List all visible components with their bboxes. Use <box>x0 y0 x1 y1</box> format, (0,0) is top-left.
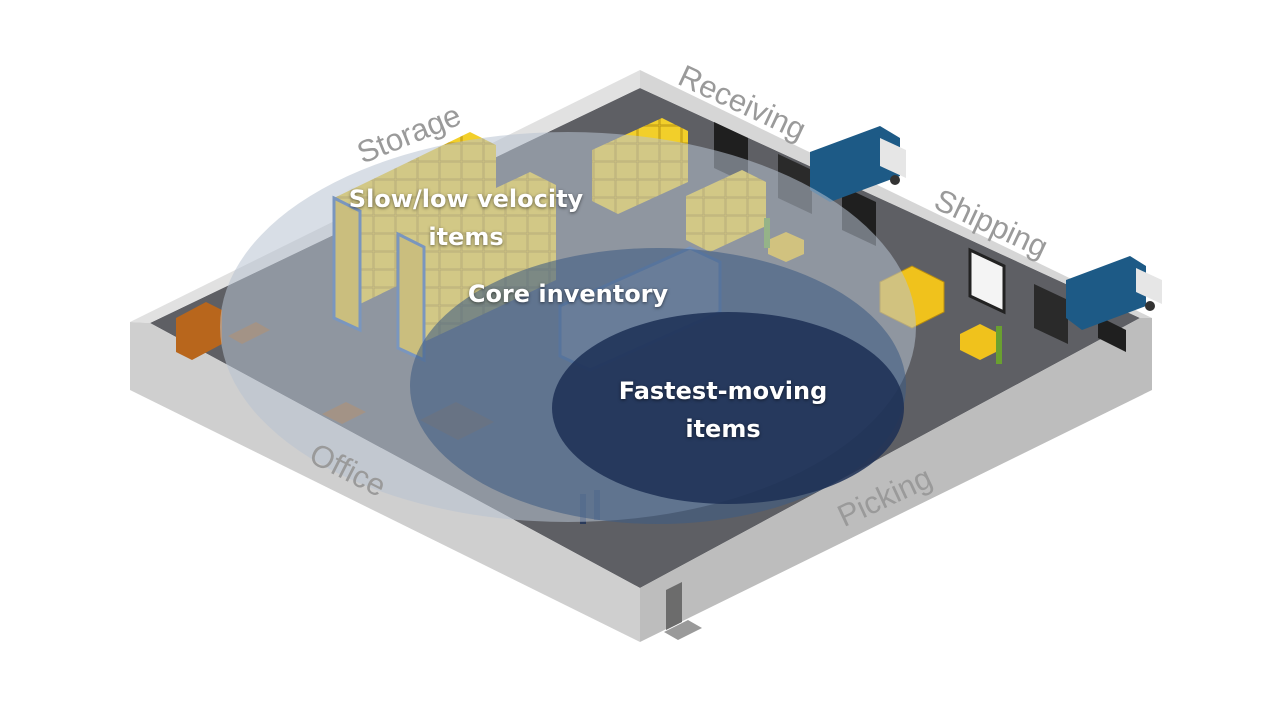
zone-label-slow-line2: items <box>428 223 504 251</box>
zone-label-fastest-line1: Fastest-moving <box>618 377 828 405</box>
door-step <box>664 620 702 640</box>
zone-label-slow-line1: Slow/low velocity <box>348 185 584 213</box>
zone-label-core: Core inventory <box>467 280 669 308</box>
back-right-wall <box>640 70 1152 318</box>
zone-label-fastest: Fastest-moving items <box>573 372 873 448</box>
zone-label-fastest-line2: items <box>685 415 761 443</box>
front-right-wall <box>640 318 1152 642</box>
zone-fastest-moving <box>552 312 904 504</box>
zone-label-slow: Slow/low velocity items <box>316 180 616 256</box>
front-door <box>666 582 682 630</box>
truck-receiving <box>810 126 906 202</box>
truck-shipping <box>1066 256 1162 330</box>
